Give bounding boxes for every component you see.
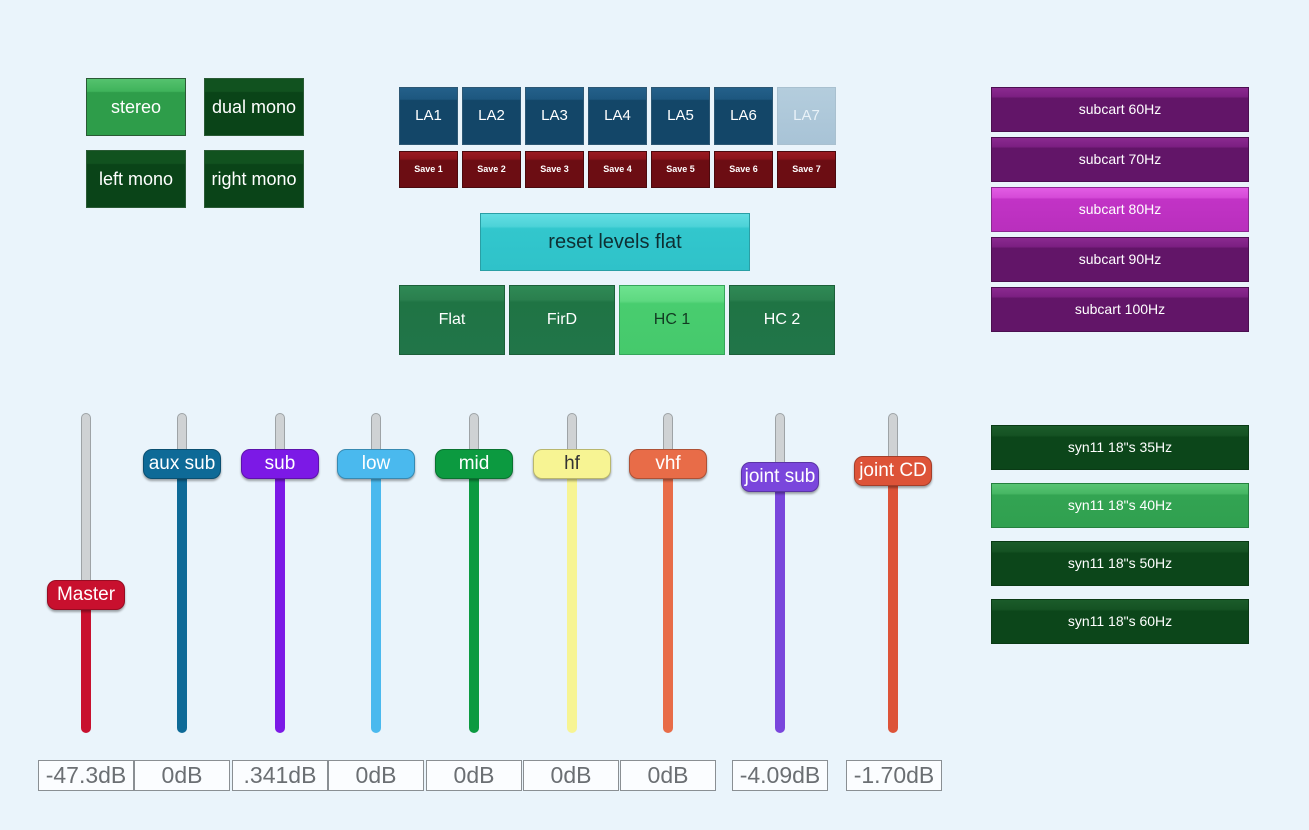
syn11-40hz-button[interactable]: syn11 18"s 40Hz xyxy=(991,483,1249,528)
reset-levels-flat-button[interactable]: reset levels flat xyxy=(480,213,750,271)
fader-track-level xyxy=(275,464,285,733)
fader-track-level xyxy=(469,464,479,733)
preset-la2-button[interactable]: LA2 xyxy=(462,87,521,145)
fader-value-hf: 0dB xyxy=(523,760,619,791)
left-mono-button[interactable]: left mono xyxy=(86,150,186,208)
fader-track-level xyxy=(567,464,577,733)
fader-value-vhf: 0dB xyxy=(620,760,716,791)
fader-value-sub: .341dB xyxy=(232,760,328,791)
fader-value-mid: 0dB xyxy=(426,760,522,791)
preset-la4-button[interactable]: LA4 xyxy=(588,87,647,145)
eq-flat-button[interactable]: Flat xyxy=(399,285,505,355)
fader-knob-joint-cd[interactable]: joint CD xyxy=(854,456,932,486)
fader-knob-hf[interactable]: hf xyxy=(533,449,611,479)
fader-track-level xyxy=(177,464,187,733)
fader-knob-aux-sub[interactable]: aux sub xyxy=(143,449,221,479)
subcart-60hz-button[interactable]: subcart 60Hz xyxy=(991,87,1249,132)
eq-hc1-button[interactable]: HC 1 xyxy=(619,285,725,355)
fader-track-upper xyxy=(81,413,91,595)
fader-track-level xyxy=(663,464,673,733)
save-preset-5-button[interactable]: Save 5 xyxy=(651,151,710,188)
save-preset-2-button[interactable]: Save 2 xyxy=(462,151,521,188)
subcart-70hz-button[interactable]: subcart 70Hz xyxy=(991,137,1249,182)
save-preset-6-button[interactable]: Save 6 xyxy=(714,151,773,188)
fader-value-low: 0dB xyxy=(328,760,424,791)
right-mono-button[interactable]: right mono xyxy=(204,150,304,208)
preset-la5-button[interactable]: LA5 xyxy=(651,87,710,145)
stereo-button[interactable]: stereo xyxy=(86,78,186,136)
save-preset-1-button[interactable]: Save 1 xyxy=(399,151,458,188)
preset-la6-button[interactable]: LA6 xyxy=(714,87,773,145)
fader-knob-sub[interactable]: sub xyxy=(241,449,319,479)
fader-track-level xyxy=(81,595,91,733)
eq-hc2-button[interactable]: HC 2 xyxy=(729,285,835,355)
syn11-35hz-button[interactable]: syn11 18"s 35Hz xyxy=(991,425,1249,470)
preset-la3-button[interactable]: LA3 xyxy=(525,87,584,145)
fader-value-joint-sub: -4.09dB xyxy=(732,760,828,791)
fader-value-aux-sub: 0dB xyxy=(134,760,230,791)
eq-fird-button[interactable]: FirD xyxy=(509,285,615,355)
subcart-80hz-button[interactable]: subcart 80Hz xyxy=(991,187,1249,232)
fader-knob-vhf[interactable]: vhf xyxy=(629,449,707,479)
dual-mono-button[interactable]: dual mono xyxy=(204,78,304,136)
fader-track-level xyxy=(371,464,381,733)
save-preset-4-button[interactable]: Save 4 xyxy=(588,151,647,188)
syn11-60hz-button[interactable]: syn11 18"s 60Hz xyxy=(991,599,1249,644)
fader-knob-joint-sub[interactable]: joint sub xyxy=(741,462,819,492)
fader-knob-low[interactable]: low xyxy=(337,449,415,479)
subcart-100hz-button[interactable]: subcart 100Hz xyxy=(991,287,1249,332)
subcart-90hz-button[interactable]: subcart 90Hz xyxy=(991,237,1249,282)
preset-la1-button[interactable]: LA1 xyxy=(399,87,458,145)
save-preset-3-button[interactable]: Save 3 xyxy=(525,151,584,188)
fader-track-level xyxy=(888,471,898,733)
preset-la7-button[interactable]: LA7 xyxy=(777,87,836,145)
fader-value-master: -47.3dB xyxy=(38,760,134,791)
syn11-50hz-button[interactable]: syn11 18"s 50Hz xyxy=(991,541,1249,586)
fader-value-joint-cd: -1.70dB xyxy=(846,760,942,791)
save-preset-7-button[interactable]: Save 7 xyxy=(777,151,836,188)
fader-knob-mid[interactable]: mid xyxy=(435,449,513,479)
fader-knob-master[interactable]: Master xyxy=(47,580,125,610)
fader-track-level xyxy=(775,477,785,733)
